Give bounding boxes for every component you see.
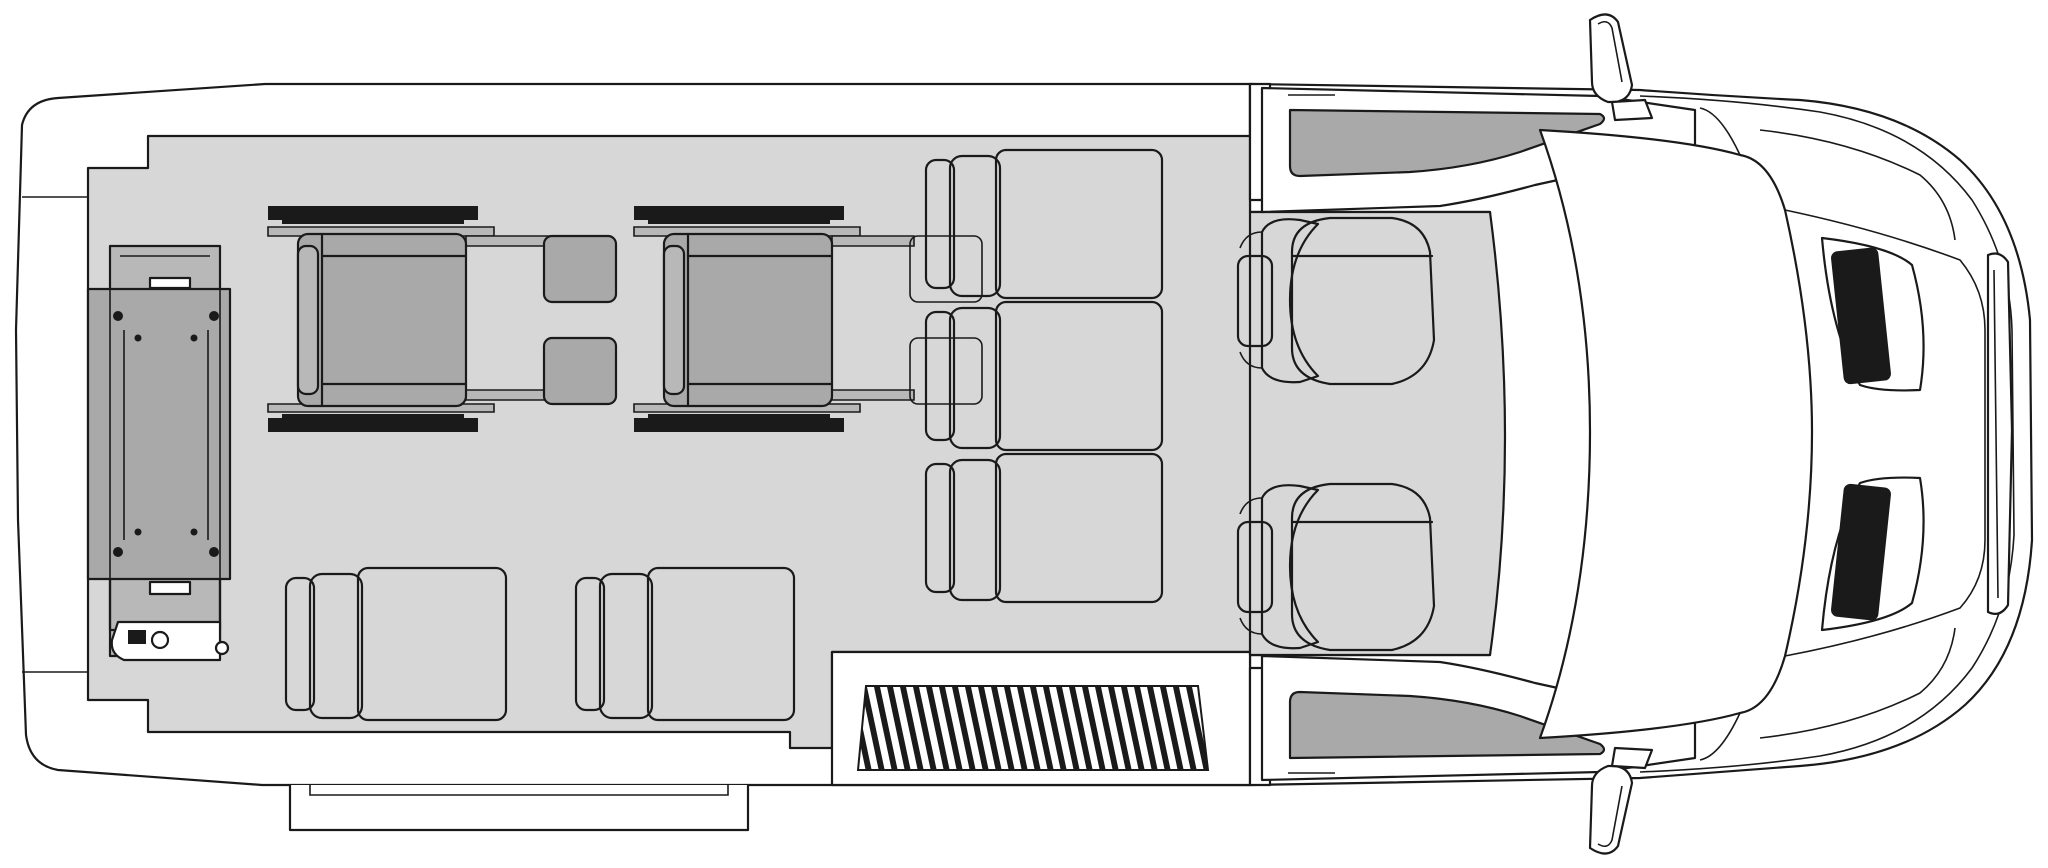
passenger-seat [1236, 482, 1436, 652]
wheelchair-lift [86, 244, 232, 662]
side-mirror-top [1588, 13, 1654, 122]
wheelchair-position-1 [267, 206, 618, 432]
entry-step [830, 650, 1252, 787]
rear-seat-2 [574, 566, 796, 722]
bench-seat [924, 148, 1164, 604]
bench-seat-3 [924, 452, 1164, 604]
wheelchair-position-2 [633, 206, 983, 432]
sliding-side-door [288, 783, 750, 832]
cab-area [1248, 82, 2014, 787]
rear-seat-1 [284, 566, 508, 722]
bench-seat-1 [924, 148, 1164, 300]
side-mirror-bottom [1588, 746, 1654, 855]
driver-seat [1236, 216, 1436, 386]
bench-seat-2 [924, 300, 1164, 452]
